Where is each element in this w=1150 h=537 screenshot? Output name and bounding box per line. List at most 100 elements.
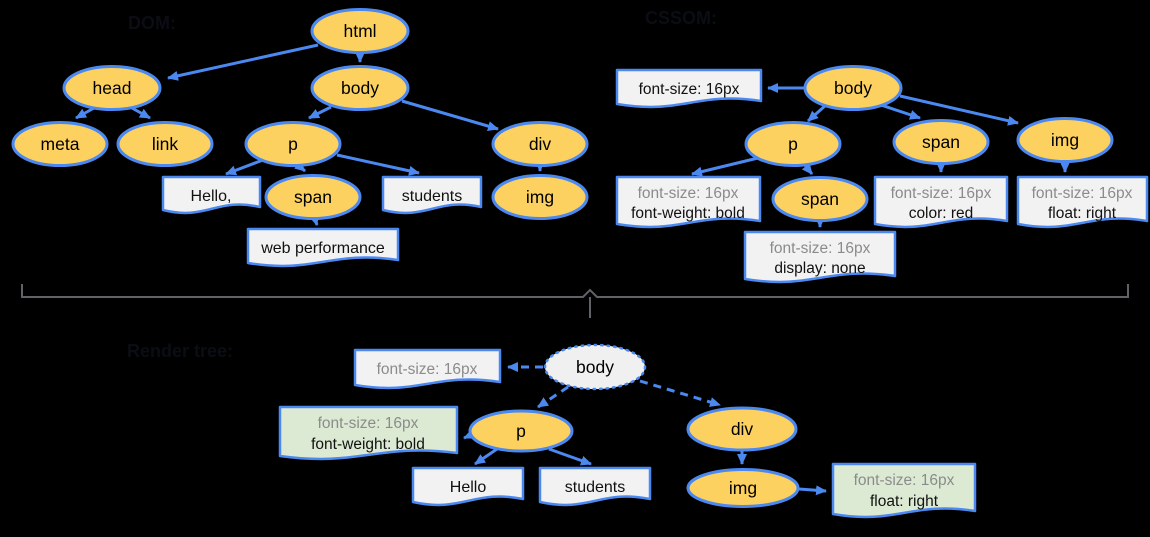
hello-doc-shape: [161, 175, 262, 215]
body-ellipse: [310, 65, 410, 111]
render-node-p: p: [468, 409, 574, 453]
render-students-text: students: [565, 479, 625, 496]
body-label: body: [341, 78, 379, 98]
render-img-rule-line1: font-size: 16px: [854, 472, 955, 489]
cssom-img-rule-line1: font-size: 16px: [1032, 185, 1133, 202]
render-rulebox-body: font-size: 16px: [353, 348, 502, 390]
edge-render-p-students: [548, 447, 592, 466]
cssom-rulebox-img: font-size: 16px float: right: [1016, 175, 1149, 229]
cssom-img-rule-line2: float: right: [1048, 205, 1117, 222]
edge-cssom-body-p: [807, 103, 827, 123]
render-students-doc-shape: [538, 466, 652, 507]
cssom-section-label: CSSOM:: [645, 8, 717, 28]
render-img-ellipse: [686, 468, 800, 508]
cssom-p-ellipse: [744, 121, 842, 167]
web-performance-text: web performance: [260, 240, 385, 257]
render-body-ellipse: [543, 343, 647, 391]
dom-node-link: link: [116, 121, 214, 167]
edge-render-body-p: [537, 385, 569, 409]
edge-span-webperformance: [309, 213, 319, 226]
cssom-img-ellipse: [1016, 117, 1114, 163]
cssom-span-ellipse: [892, 119, 990, 165]
render-p-rule-shape: [278, 405, 459, 461]
p-ellipse: [244, 121, 342, 167]
cssom-body-rule-shape: [615, 68, 763, 109]
render-img-rule-shape: [831, 462, 977, 519]
dom-edges: [75, 43, 545, 226]
cssom-node-span: span: [892, 119, 990, 165]
cssom-body-ellipse: [803, 65, 903, 111]
render-node-img: img: [686, 468, 800, 508]
render-div-label: div: [731, 419, 754, 439]
html-label: html: [343, 21, 376, 41]
edge-render-p-hello: [474, 447, 498, 466]
cssom-tree: font-size: 16px body p span img span fon…: [615, 65, 1149, 284]
edge-p-span: [294, 160, 306, 173]
cssom-rulebox-span: font-size: 16px color: red: [873, 175, 1009, 229]
div-ellipse: [491, 121, 589, 167]
cssom-span-nested-rule-line2: display: none: [774, 260, 865, 277]
cssom-span-rule-line2: color: red: [909, 205, 974, 222]
edge-head-link: [131, 106, 151, 120]
cssom-span-nested-ellipse: [771, 176, 869, 222]
edge-p-students: [336, 153, 420, 176]
render-body-rule-shape: [353, 348, 502, 390]
head-label: head: [93, 78, 132, 98]
edge-html-head: [167, 43, 319, 81]
render-p-rule-line1: font-size: 16px: [318, 415, 419, 432]
span-ellipse: [264, 174, 362, 220]
cssom-img-rule-shape: [1016, 175, 1149, 229]
link-label: link: [152, 134, 179, 154]
render-rulebox-img: font-size: 16px float: right: [831, 462, 977, 519]
students-doc-shape: [381, 175, 483, 215]
render-hello-doc-shape: [411, 466, 525, 507]
cssom-node-p: p: [744, 121, 842, 167]
img-label: img: [526, 187, 554, 207]
cssom-body-label: body: [834, 78, 872, 98]
cssom-rulebox-span-nested: font-size: 16px display: none: [743, 230, 897, 284]
render-body-rule-text: font-size: 16px: [377, 361, 478, 378]
dom-textbox-hello: Hello,: [161, 175, 262, 215]
render-hello-text: Hello: [450, 479, 487, 496]
render-p-ellipse: [468, 409, 574, 453]
cssom-img-label: img: [1051, 130, 1079, 150]
dom-node-span: span: [264, 174, 362, 220]
edge-cssom-body-span: [877, 102, 921, 120]
meta-label: meta: [41, 134, 80, 154]
cssom-node-span-nested: span: [771, 176, 869, 222]
cssom-p-rule-line2: font-weight: bold: [631, 205, 745, 222]
dom-node-html: html: [310, 8, 410, 54]
render-p-label: p: [516, 421, 526, 441]
dom-node-img: img: [491, 174, 589, 220]
div-label: div: [529, 134, 552, 154]
cssom-p-label: p: [788, 134, 798, 154]
span-label: span: [294, 187, 332, 207]
html-ellipse: [310, 8, 410, 54]
dom-textbox-students: students: [381, 175, 483, 215]
render-p-rule-line2: font-weight: bold: [311, 436, 425, 453]
meta-ellipse: [11, 121, 109, 167]
cssom-span-nested-rule-line1: font-size: 16px: [770, 240, 871, 257]
p-label: p: [288, 134, 298, 154]
head-ellipse: [62, 65, 162, 111]
link-ellipse: [116, 121, 214, 167]
edge-p-hello: [225, 158, 264, 176]
render-img-label: img: [729, 478, 757, 498]
render-textbox-hello: Hello: [411, 466, 525, 507]
web-performance-doc-shape: [246, 227, 400, 268]
render-tree-section-label: Render tree:: [127, 341, 233, 361]
dom-section-label: DOM:: [128, 13, 176, 33]
dom-node-div: div: [491, 121, 589, 167]
cssom-p-rule-line1: font-size: 16px: [638, 185, 739, 202]
students-text: students: [402, 188, 462, 205]
render-div-ellipse: [686, 406, 798, 452]
dom-node-head: head: [62, 65, 162, 111]
dom-node-p: p: [244, 121, 342, 167]
dom-node-meta: meta: [11, 121, 109, 167]
dom-textbox-web-performance: web performance: [246, 227, 400, 268]
cssom-edges: [691, 83, 1070, 228]
edge-body-div: [401, 99, 499, 131]
edge-cssom-body-img: [899, 94, 1019, 126]
